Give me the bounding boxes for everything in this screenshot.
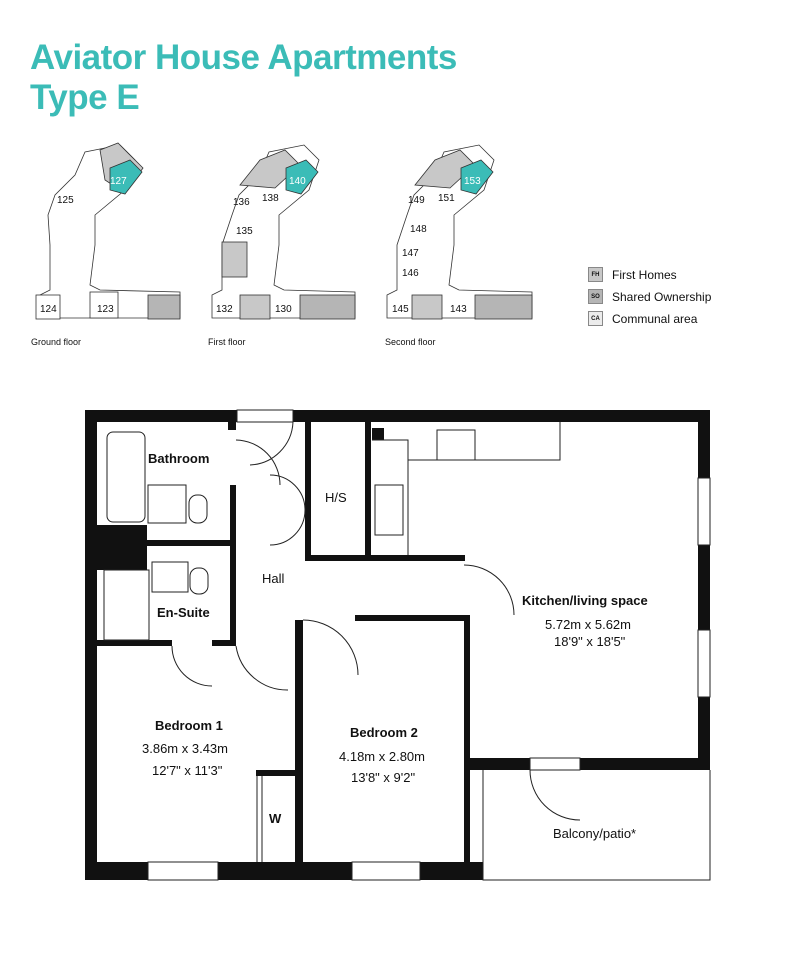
room-bedroom2: Bedroom 2 bbox=[350, 725, 418, 740]
unit-label: 127 bbox=[110, 176, 127, 187]
room-bathroom: Bathroom bbox=[148, 451, 210, 466]
unit-label: 149 bbox=[408, 195, 425, 206]
legend-label: Communal area bbox=[612, 311, 698, 326]
page-subtitle: Type E bbox=[30, 78, 140, 117]
room-ensuite: En-Suite bbox=[157, 605, 210, 620]
kitchen-metric: 5.72m x 5.62m bbox=[545, 617, 631, 632]
fixtures bbox=[103, 409, 711, 881]
unit-label: 143 bbox=[450, 304, 467, 315]
legend-swatch: FH bbox=[588, 267, 603, 282]
room-bedroom1: Bedroom 1 bbox=[155, 718, 223, 733]
unit-label: 136 bbox=[233, 197, 250, 208]
legend-swatch: CA bbox=[588, 311, 603, 326]
unit-label: 151 bbox=[438, 193, 455, 204]
key-plan-ground bbox=[35, 142, 181, 320]
room-wardrobe: W bbox=[269, 811, 282, 826]
main-floor-plan bbox=[85, 410, 710, 880]
unit-label: 147 bbox=[402, 248, 419, 259]
room-kitchen: Kitchen/living space bbox=[522, 593, 648, 608]
unit-label: 130 bbox=[275, 304, 292, 315]
floor-label: Ground floor bbox=[31, 337, 82, 347]
unit-label: 132 bbox=[216, 304, 233, 315]
bedroom2-metric: 4.18m x 2.80m bbox=[339, 749, 425, 764]
unit-label: 148 bbox=[410, 224, 427, 235]
kitchen-imperial: 18'9" x 18'5" bbox=[554, 634, 626, 649]
floor-label: First floor bbox=[208, 337, 246, 347]
room-balcony: Balcony/patio* bbox=[553, 826, 637, 841]
floor-label: Second floor bbox=[385, 337, 436, 347]
unit-label: 145 bbox=[392, 304, 409, 315]
key-plan-first bbox=[211, 144, 356, 320]
bedroom2-imperial: 13'8" x 9'2" bbox=[351, 770, 416, 785]
bedroom1-metric: 3.86m x 3.43m bbox=[142, 741, 228, 756]
legend-communal-area: CA Communal area bbox=[588, 311, 697, 326]
key-plan-second bbox=[386, 144, 533, 320]
legend-shared-ownership: SO Shared Ownership bbox=[588, 289, 711, 304]
legend-swatch: SO bbox=[588, 289, 603, 304]
unit-label: 125 bbox=[57, 195, 74, 206]
unit-label: 135 bbox=[236, 226, 253, 237]
unit-label: 123 bbox=[97, 304, 114, 315]
page-title: Aviator House Apartments bbox=[30, 38, 457, 77]
room-hall: Hall bbox=[262, 571, 285, 586]
unit-label: 146 bbox=[402, 268, 419, 279]
room-hs: H/S bbox=[325, 490, 347, 505]
bedroom1-imperial: 12'7" x 11'3" bbox=[152, 763, 223, 778]
unit-label: 124 bbox=[40, 304, 57, 315]
unit-label: 138 bbox=[262, 193, 279, 204]
legend-label: First Homes bbox=[612, 267, 677, 282]
unit-label: 153 bbox=[464, 176, 481, 187]
legend-first-homes: FH First Homes bbox=[588, 267, 677, 282]
unit-label: 140 bbox=[289, 176, 306, 187]
legend-label: Shared Ownership bbox=[612, 289, 712, 304]
